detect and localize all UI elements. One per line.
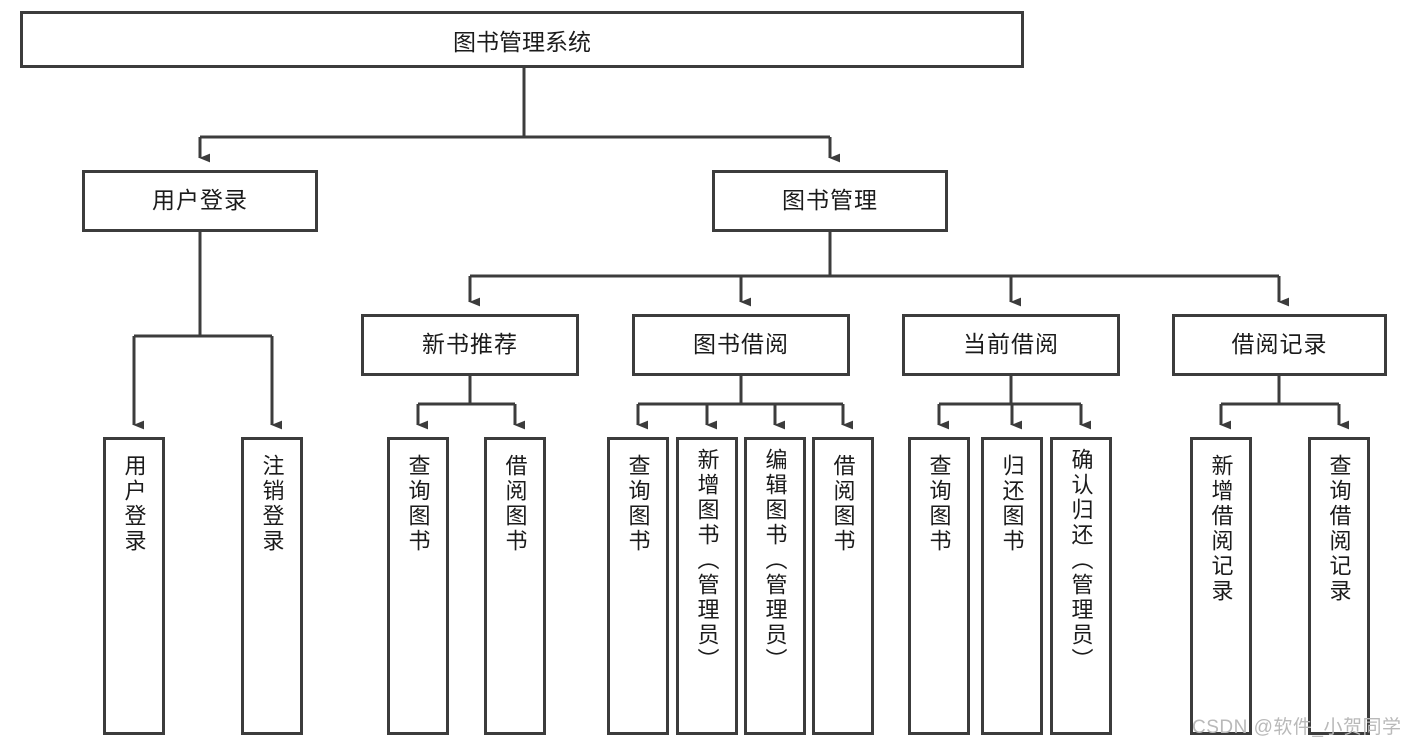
edge-group-book-manage [468, 232, 1290, 307]
node-leaf-user-login[interactable]: 用户登录 [103, 437, 165, 735]
node-book-borrow-label: 图书借阅 [693, 331, 789, 358]
node-user-login[interactable]: 用户登录 [82, 170, 318, 232]
node-leaf-return-book-label: 归还图书 [999, 454, 1025, 554]
node-leaf-confirm-return-label: 确认归还（管理员） [1068, 448, 1094, 673]
edge-group-new-book-recommend [416, 376, 526, 430]
edge-group-root [198, 68, 841, 163]
node-leaf-add-record-label: 新增借阅记录 [1208, 454, 1234, 604]
node-new-book-recommend[interactable]: 新书推荐 [361, 314, 579, 376]
edge-group-current-borrow [937, 376, 1092, 430]
edge-group-borrow-record [1219, 376, 1350, 430]
node-book-borrow[interactable]: 图书借阅 [632, 314, 850, 376]
node-leaf-user-login-label: 用户登录 [121, 454, 147, 554]
node-leaf-query-record-label: 查询借阅记录 [1326, 454, 1352, 604]
node-leaf-return-book[interactable]: 归还图书 [981, 437, 1043, 735]
node-leaf-logout-label: 注销登录 [259, 454, 285, 554]
node-root[interactable]: 图书管理系统 [20, 11, 1024, 68]
node-leaf-borrow-book-1-label: 借阅图书 [502, 454, 528, 554]
node-book-manage[interactable]: 图书管理 [712, 170, 948, 232]
node-borrow-record[interactable]: 借阅记录 [1172, 314, 1387, 376]
node-current-borrow-label: 当前借阅 [963, 331, 1059, 358]
node-leaf-query-record[interactable]: 查询借阅记录 [1308, 437, 1370, 735]
node-leaf-query-book-1-label: 查询图书 [405, 454, 431, 554]
node-leaf-edit-book-label: 编辑图书（管理员） [762, 448, 788, 673]
node-leaf-borrow-book-1[interactable]: 借阅图书 [484, 437, 546, 735]
node-root-label: 图书管理系统 [453, 28, 591, 55]
node-leaf-add-book[interactable]: 新增图书（管理员） [676, 437, 738, 735]
node-leaf-query-book-2[interactable]: 查询图书 [607, 437, 669, 735]
edge-group-user-login [132, 232, 283, 430]
node-leaf-edit-book[interactable]: 编辑图书（管理员） [744, 437, 806, 735]
edge-group-book-borrow [636, 376, 854, 430]
node-leaf-borrow-book-2[interactable]: 借阅图书 [812, 437, 874, 735]
node-book-manage-label: 图书管理 [782, 187, 878, 214]
csdn-watermark: CSDN @软件_小贺同学 [1192, 717, 1402, 738]
node-leaf-query-book-3-label: 查询图书 [926, 454, 952, 554]
node-leaf-borrow-book-2-label: 借阅图书 [830, 454, 856, 554]
node-leaf-add-book-label: 新增图书（管理员） [694, 448, 720, 673]
node-leaf-query-book-1[interactable]: 查询图书 [387, 437, 449, 735]
node-user-login-label: 用户登录 [152, 187, 248, 214]
node-leaf-logout[interactable]: 注销登录 [241, 437, 303, 735]
node-leaf-confirm-return[interactable]: 确认归还（管理员） [1050, 437, 1112, 735]
node-leaf-query-book-3[interactable]: 查询图书 [908, 437, 970, 735]
node-borrow-record-label: 借阅记录 [1231, 331, 1328, 358]
node-current-borrow[interactable]: 当前借阅 [902, 314, 1120, 376]
node-new-book-recommend-label: 新书推荐 [422, 331, 518, 358]
node-leaf-add-record[interactable]: 新增借阅记录 [1190, 437, 1252, 735]
node-leaf-query-book-2-label: 查询图书 [625, 454, 651, 554]
